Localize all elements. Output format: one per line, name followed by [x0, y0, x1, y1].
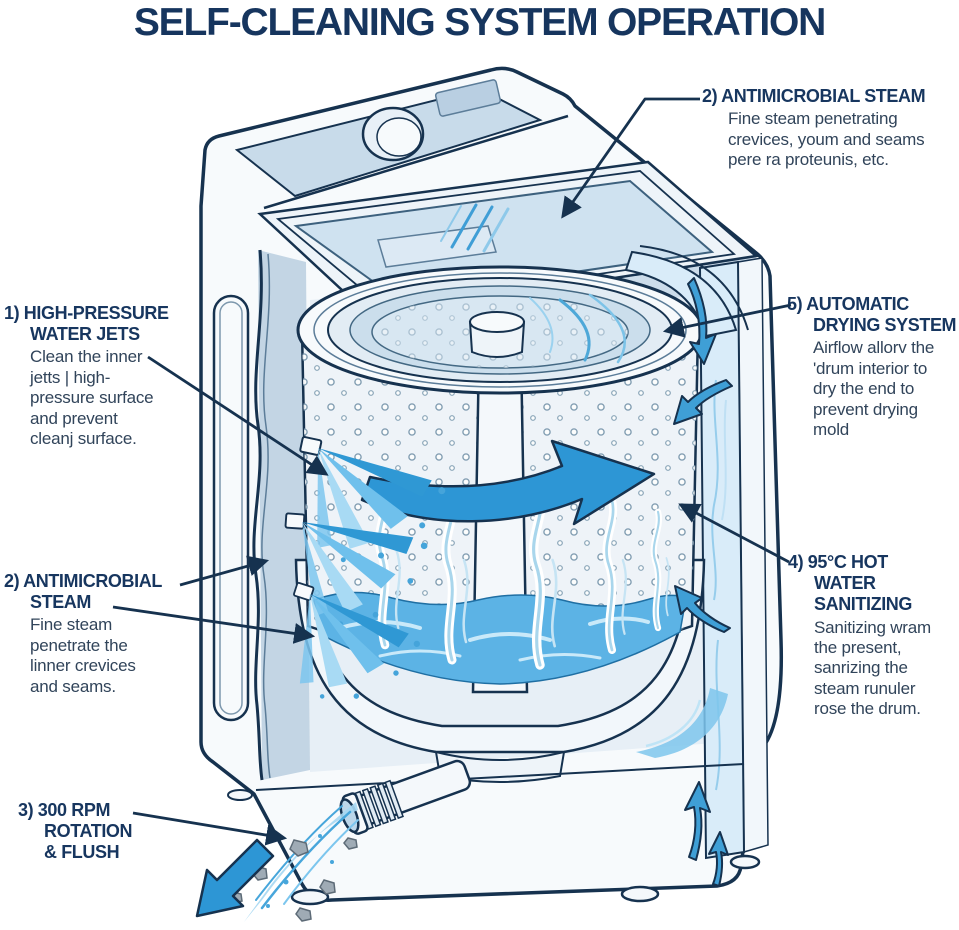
callout-heading: 2) ANTIMICROBIAL STEAM: [4, 571, 162, 613]
callout-antimicrobial-steam-top: 2) ANTIMICROBIAL STEAM Fine steam penetr…: [702, 86, 958, 170]
callout-line-drying: [662, 303, 792, 338]
callout-high-pressure-water-jets: 1) HIGH-PRESSURE WATER JETS Clean the in…: [4, 303, 184, 449]
control-display: [434, 79, 502, 117]
duct-return-water: [636, 688, 728, 758]
callout-line-steam-top: [561, 97, 700, 219]
opening-steam-arcs: [529, 293, 626, 364]
callout-body: Sanitizing wram the present, sanrizing t…: [814, 617, 931, 719]
cutaway-edge: [252, 249, 264, 781]
control-knob-face: [376, 117, 422, 157]
agitator-cap: [468, 311, 526, 358]
rotation-arrow: [360, 439, 656, 526]
callout-antimicrobial-steam-left: 2) ANTIMICROBIAL STEAM Fine steam penetr…: [4, 571, 186, 697]
callout-rotation-flush: 3) 300 RPM ROTATION & FLUSH: [18, 800, 178, 864]
base: [227, 763, 761, 906]
drain-hose: [195, 759, 472, 922]
cutaway-edge-inner: [261, 253, 271, 779]
callout-heading: 2) ANTIMICROBIAL STEAM: [702, 86, 926, 106]
callout-heading: 3) 300 RPM ROTATION & FLUSH: [18, 800, 133, 863]
callout-heading: 4) 95°C HOT WATER SANITIZING: [788, 552, 912, 615]
lid-steam-lines: [440, 203, 510, 253]
callout-line-steam-left-a: [179, 555, 270, 587]
callout-lines: [112, 97, 792, 846]
lid-recess: [377, 225, 497, 268]
callout-body: Airflow allorv the 'drum interior to dry…: [813, 338, 935, 440]
foot: [290, 888, 330, 906]
foot: [620, 885, 660, 903]
foot: [227, 789, 253, 801]
callout-body: Fine steam penetrating crevices, youm an…: [728, 109, 925, 170]
flush-arrow: [195, 838, 275, 918]
callout-body: Clean the inner jetts | high- pressure s…: [30, 347, 154, 449]
callout-line-steam-left-b: [112, 605, 316, 644]
control-console: [234, 79, 569, 210]
callout-heading: 1) HIGH-PRESSURE WATER JETS: [4, 303, 169, 345]
water-pool: [313, 591, 687, 685]
callout-automatic-drying: 5) AUTOMATIC DRYING SYSTEM Airflow allor…: [787, 294, 958, 440]
lid-glass: [293, 179, 715, 300]
callout-line-rotation: [132, 811, 288, 846]
callout-hot-water-sanitizing: 4) 95°C HOT WATER SANITIZING Sanitizing …: [788, 552, 958, 720]
callout-line-sanitizing: [678, 503, 790, 564]
side-panel-inset: [212, 294, 250, 722]
callout-heading: 5) AUTOMATIC DRYING SYSTEM: [787, 294, 957, 336]
side-panel-inset-inner: [219, 301, 243, 715]
airflow-arrows: [673, 277, 733, 887]
page-title: SELF-CLEANING SYSTEM OPERATION: [133, 1, 827, 44]
cutaway-gap: [258, 250, 310, 780]
foot: [729, 854, 761, 870]
callout-body: Fine steam penetrate the linner crevices…: [30, 615, 136, 696]
callout-line-water-jets: [147, 355, 329, 476]
